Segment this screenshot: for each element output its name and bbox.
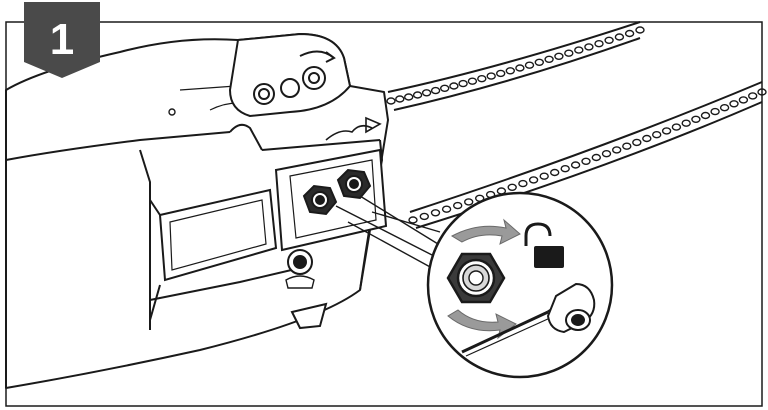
- tension-screw: [285, 249, 315, 289]
- chain-link: [584, 43, 594, 51]
- chain-link: [408, 216, 418, 224]
- chain-link: [591, 153, 601, 162]
- unlock-icon: [524, 222, 564, 268]
- chain-link: [453, 201, 463, 210]
- chain-link: [574, 46, 584, 54]
- chain-link: [518, 179, 528, 188]
- chain-link: [507, 183, 517, 192]
- saw-chain-upper: [386, 21, 645, 111]
- chain-link: [395, 95, 405, 103]
- chain-link: [612, 146, 622, 154]
- chain-link: [496, 69, 506, 78]
- chain-link: [729, 100, 739, 108]
- chain-link: [601, 149, 612, 158]
- chain-link: [515, 64, 525, 72]
- chain-link: [635, 26, 645, 34]
- chain-link: [467, 77, 478, 85]
- chain-link: [691, 115, 701, 124]
- chain-link: [614, 33, 625, 41]
- chain-link: [624, 29, 635, 38]
- chain-link: [622, 142, 632, 150]
- chain-link: [710, 107, 720, 116]
- chain-link: [430, 209, 441, 217]
- chain-link: [544, 55, 554, 63]
- chain-link: [539, 172, 549, 180]
- rotate-counterclockwise-icon: [447, 218, 521, 340]
- sprocket-cover: [228, 32, 352, 118]
- chain-link: [560, 164, 570, 173]
- chain-link: [412, 91, 423, 99]
- chain-link: [458, 79, 468, 88]
- step-number: 1: [50, 15, 74, 64]
- step-badge: 1: [24, 2, 100, 78]
- chain-link: [419, 212, 429, 221]
- chain-link: [449, 82, 459, 90]
- bar-nut-left: [302, 184, 338, 216]
- chain-link: [534, 58, 544, 66]
- chain-link: [441, 205, 452, 213]
- chain-link: [564, 49, 574, 57]
- chain-link: [486, 72, 496, 80]
- chain-link: [738, 96, 749, 104]
- chain-link: [671, 123, 682, 131]
- chain-link: [430, 86, 441, 95]
- chain-link: [421, 89, 432, 97]
- oil-hole: [168, 108, 176, 116]
- chainsaw-foot: [290, 302, 328, 330]
- chain-link: [642, 134, 652, 143]
- chain-link: [524, 61, 535, 69]
- chain-link: [661, 127, 672, 135]
- chain-link: [681, 119, 691, 127]
- chain-link: [440, 84, 450, 93]
- spanner-icon: [461, 282, 596, 357]
- chain-link: [581, 157, 591, 166]
- chain-link: [700, 111, 711, 120]
- chain-link: [757, 88, 767, 96]
- chain-link: [594, 40, 604, 48]
- side-panel-recess: [149, 188, 301, 321]
- chain-direction-arrow: [325, 116, 382, 141]
- chain-link: [604, 36, 614, 44]
- chain-link: [528, 176, 539, 184]
- chain-link: [748, 92, 758, 100]
- bar-nut-icon: [446, 252, 506, 304]
- chain-link: [554, 52, 564, 60]
- chain-link: [464, 198, 474, 206]
- chain-link: [404, 93, 414, 101]
- chain-link: [550, 168, 560, 177]
- chain-link: [386, 97, 396, 105]
- bar-nut-right: [336, 168, 372, 200]
- callout-pointer: [335, 195, 441, 269]
- chain-link: [505, 67, 515, 75]
- chain-link: [477, 74, 487, 83]
- chain-link: [570, 161, 581, 169]
- chain-link: [719, 103, 730, 112]
- chain-link: [652, 130, 662, 139]
- chain-link: [632, 138, 642, 147]
- saw-chain-lower: [408, 81, 767, 229]
